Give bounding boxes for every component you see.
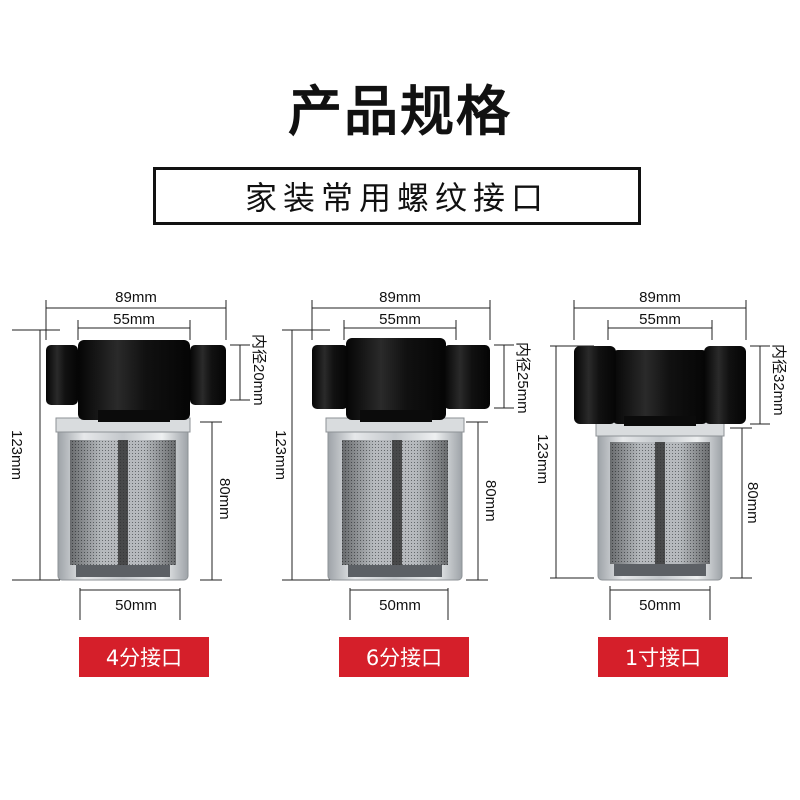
width-top-label: 89mm [379, 289, 421, 306]
filter-product-2: 89mm 55mm 内径25mm 123mm 80mm 50mm [272, 289, 531, 620]
connector-badge-label: 6分接口 [365, 646, 443, 670]
height-bowl-label: 80mm [482, 480, 499, 522]
height-total-label: 123mm [534, 434, 551, 484]
connector-badge-label: 4分接口 [105, 646, 183, 670]
connector-badge-1: 4分接口 [79, 637, 209, 677]
width-body-label: 55mm [379, 311, 421, 328]
filter-illustration [312, 338, 490, 581]
width-bottom-label: 50mm [379, 597, 421, 614]
width-bottom-label: 50mm [639, 597, 681, 614]
filter-product-3: 89mm 55mm 内径32mm 123mm 80mm 50mm [534, 289, 787, 620]
connector-badge-label: 1寸接口 [624, 646, 702, 670]
width-body-label: 55mm [639, 311, 681, 328]
subtitle-banner: 家装常用螺纹接口 [153, 167, 641, 225]
width-body-label: 55mm [113, 311, 155, 328]
inner-diameter-label: 内径25mm [514, 342, 531, 414]
height-total-label: 123mm [8, 430, 25, 480]
connector-badge-2: 6分接口 [339, 637, 469, 677]
inner-diameter-label: 内径32mm [770, 344, 787, 416]
height-bowl-label: 80mm [744, 482, 761, 524]
subtitle-text: 家装常用螺纹接口 [244, 179, 549, 217]
page-title: 产品规格 [288, 80, 512, 143]
connector-badge-3: 1寸接口 [598, 637, 728, 677]
width-bottom-label: 50mm [115, 597, 157, 614]
filter-product-1: 89mm 55mm 内径20mm 123mm 80mm 50mm [8, 289, 267, 620]
height-total-label: 123mm [272, 430, 289, 480]
filter-illustration [574, 346, 746, 581]
inner-diameter-label: 内径20mm [250, 334, 267, 406]
filter-illustration [46, 340, 226, 581]
height-bowl-label: 80mm [216, 478, 233, 520]
width-top-label: 89mm [115, 289, 157, 306]
width-top-label: 89mm [639, 289, 681, 306]
